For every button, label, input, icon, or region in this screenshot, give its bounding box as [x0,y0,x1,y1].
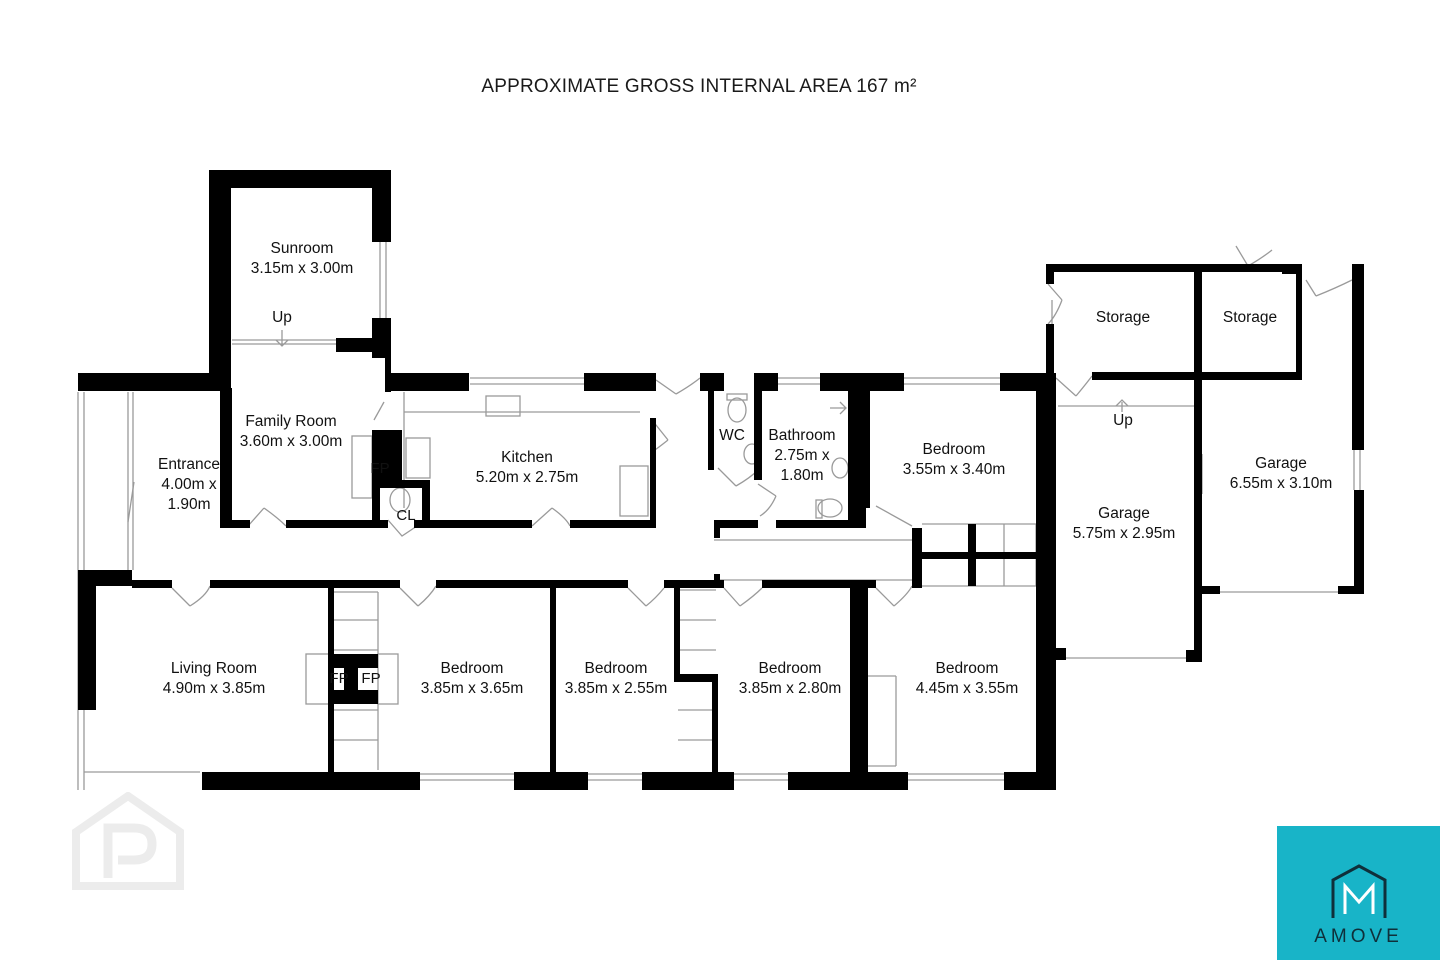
room-sunroom: Sunroom 3.15m x 3.00m [251,239,354,279]
room-name: Living Room [170,660,258,677]
room-name: Bedroom [935,660,999,677]
amove-logo: AMOVE [1277,826,1440,960]
room-kitchen: Kitchen 5.20m x 2.75m [476,448,579,488]
page-title: APPROXIMATE GROSS INTERNAL AREA 167 m² [481,76,917,97]
room-living-room: Living Room 4.90m x 3.85m [163,659,266,699]
room-entrance: Entrance 4.00m x 1.90m [158,455,220,515]
fireplace-label: FP [370,460,390,477]
room-size: 1.80m [780,467,824,484]
room-size: 1.90m [167,496,211,513]
room-name: Entrance [157,456,221,473]
room-name: Bathroom [768,427,836,444]
room-size: 3.55m x 3.40m [902,461,1006,478]
room-size: 3.85m x 2.55m [564,680,668,697]
room-size: 3.85m x 3.65m [420,680,524,697]
room-storage-1: Storage [1095,309,1151,326]
up-label-garage: Up [1113,412,1133,429]
room-bathroom: Bathroom 2.75m x 1.80m [768,426,835,486]
room-bedroom-1: Bedroom 3.85m x 3.65m [421,659,524,699]
property-pal-watermark-icon [72,792,184,890]
room-size: 2.75m x [774,447,830,464]
room-name: Bedroom [758,660,822,677]
closet-label: CL [396,507,416,524]
fireplace-label: FP [361,670,381,687]
room-bedroom-4: Bedroom 4.45m x 3.55m [916,659,1019,699]
room-garage-2: Garage 6.55m x 3.10m [1230,454,1333,494]
room-family-room: Family Room 3.60m x 3.00m [240,412,343,452]
room-size: 3.15m x 3.00m [250,260,354,277]
room-bedroom-2: Bedroom 3.85m x 2.55m [565,659,668,699]
brand-wordmark: AMOVE [1314,926,1403,947]
room-size: 5.20m x 2.75m [475,469,579,486]
house-m-icon [1331,864,1387,918]
room-name: Family Room [245,413,337,430]
room-name: Garage [1098,505,1150,522]
room-size: 5.75m x 2.95m [1072,525,1176,542]
thin-lines [77,240,1361,790]
room-garage-1: Garage 5.75m x 2.95m [1073,504,1176,544]
room-name: Bedroom [922,441,986,458]
room-name: Bedroom [440,660,504,677]
room-size: 6.55m x 3.10m [1229,475,1333,492]
room-bedroom-ne: Bedroom 3.55m x 3.40m [903,440,1006,480]
room-size: 4.45m x 3.55m [915,680,1019,697]
room-size: 4.00m x [161,476,217,493]
room-bedroom-3: Bedroom 3.85m x 2.80m [739,659,842,699]
up-label: Up [272,309,292,326]
room-name: Garage [1255,455,1307,472]
room-name: Kitchen [501,449,553,466]
room-storage-2: Storage [1222,309,1278,326]
room-name: Sunroom [270,240,334,257]
wc-label: WC [719,427,745,444]
walls [78,170,1364,790]
room-size: 3.60m x 3.00m [239,433,343,450]
room-size: 3.85m x 2.80m [738,680,842,697]
room-size: 4.90m x 3.85m [162,680,266,697]
fireplace-label: FP [329,670,349,687]
room-name: Bedroom [584,660,648,677]
